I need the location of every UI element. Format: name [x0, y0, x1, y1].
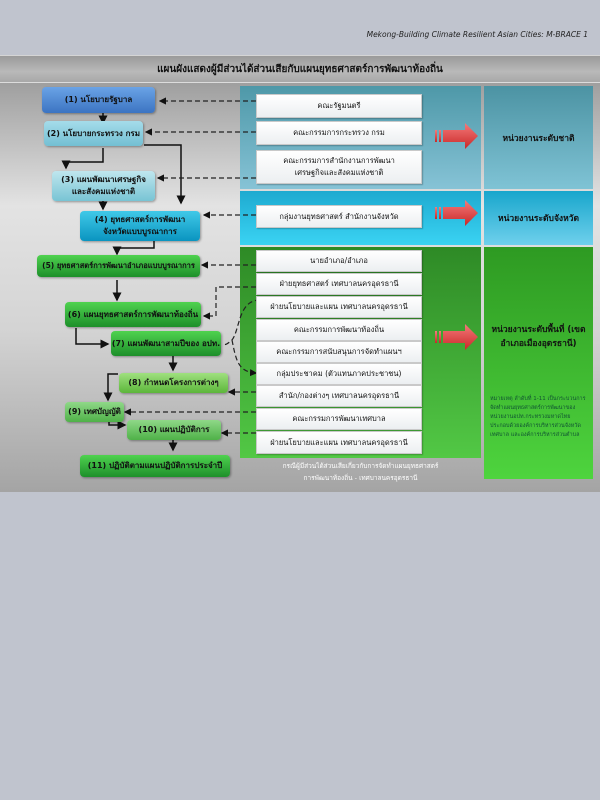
dash-community	[221, 299, 260, 373]
stakeholder-local: นายอำเภอ/อำเภอ	[256, 250, 422, 272]
step-5-district-strategy[interactable]: (5) ยุทธศาสตร์การพัฒนาอำเภอแบบบูรณาการ	[37, 255, 200, 277]
stakeholder-local: กลุ่มประชาคม (ตัวแทนภาคประชาชน)	[256, 363, 422, 385]
flow-6-7	[75, 328, 110, 349]
step-9-municipal-ordinance[interactable]: (9) เทศบัญญัติ	[65, 402, 124, 422]
diagram-caption: กรณีผู้มีส่วนได้ส่วนเสียเกี่ยวกับการจัดท…	[282, 462, 439, 482]
stakeholder-local: คณะกรรมการสนับสนุนการจัดทำแผนฯ	[256, 341, 422, 363]
running-header: Mekong-Building Climate Resilient Asian …	[366, 30, 588, 39]
dash-strategy	[202, 286, 256, 320]
level-note: หมายเหตุ ลำดับที่ 1-11 เป็นกระบวนการจัดท…	[490, 396, 586, 438]
flow-2-4	[144, 144, 186, 205]
red-arrow-icon	[435, 324, 478, 350]
level-local-title: หน่วยงานระดับพื้นที่ (เขตอำเภอเมืองอุดรธ…	[491, 325, 586, 349]
red-arrow-icon	[435, 123, 478, 149]
step-6-local-strategic-plan[interactable]: (6) แผนยุทธศาสตร์การพัฒนาท้องถิ่น	[65, 302, 201, 327]
flow-4-5	[112, 241, 155, 256]
stakeholder-local: คณะกรรมการพัฒนาท้องถิ่น	[256, 319, 422, 341]
step-4-provincial-strategy[interactable]: (4) ยุทธศาสตร์การพัฒนา จังหวัดแบบบูรณากา…	[80, 211, 200, 241]
flow-2-3	[61, 148, 104, 170]
stakeholder-local: ฝ่ายยุทธศาสตร์ เทศบาลนครอุดรธานี	[256, 273, 422, 295]
red-arrow-icon	[435, 200, 478, 226]
stakeholder-local: ฝ่ายนโยบายและแผน เทศบาลนครอุดรธานี	[256, 296, 422, 318]
stakeholder-local: ฝ่ายนโยบายและแผน เทศบาลนครอุดรธานี	[256, 431, 422, 454]
stakeholder-local: สำนัก/กองต่างๆ เทศบาลนครอุดรธานี	[256, 385, 422, 407]
step-1-government-policy[interactable]: (1) นโยบายรัฐบาล	[42, 87, 155, 113]
stakeholder-local: คณะกรรมการพัฒนาเทศบาล	[256, 408, 422, 430]
step-7-three-year-plan[interactable]: (7) แผนพัฒนาสามปีของ อปท.	[111, 331, 221, 356]
step-2-ministry-policy[interactable]: (2) นโยบายกระทรวง กรม	[44, 121, 143, 146]
stakeholder-cabinet: คณะรัฐมนตรี	[256, 94, 422, 118]
level-provincial: หน่วยงานระดับจังหวัด	[484, 191, 593, 245]
step-10-action-plan[interactable]: (10) แผนปฏิบัติการ	[127, 420, 221, 440]
level-local: หน่วยงานระดับพื้นที่ (เขตอำเภอเมืองอุดรธ…	[484, 247, 593, 479]
level-national: หน่วยงานระดับชาติ	[484, 86, 593, 189]
step-3-national-plan[interactable]: (3) แผนพัฒนาเศรษฐกิจ และสังคมแห่งชาติ	[52, 171, 155, 201]
stakeholder-provincial-strategy-group: กลุ่มงานยุทธศาสตร์ สำนักงานจังหวัด	[256, 205, 422, 228]
flow-8-9	[103, 373, 118, 402]
stakeholder-ministry-committee: คณะกรรมการกระทรวง กรม	[256, 121, 422, 145]
step-11-implement-annual-plan[interactable]: (11) ปฏิบัติตามแผนปฏิบัติการประจำปี	[80, 455, 230, 477]
step-8-define-projects[interactable]: (8) กำหนดโครงการต่างๆ	[119, 373, 228, 393]
stakeholder-nesdb: คณะกรรมการสำนักงานการพัฒนา เศรษฐกิจและสั…	[256, 150, 422, 184]
